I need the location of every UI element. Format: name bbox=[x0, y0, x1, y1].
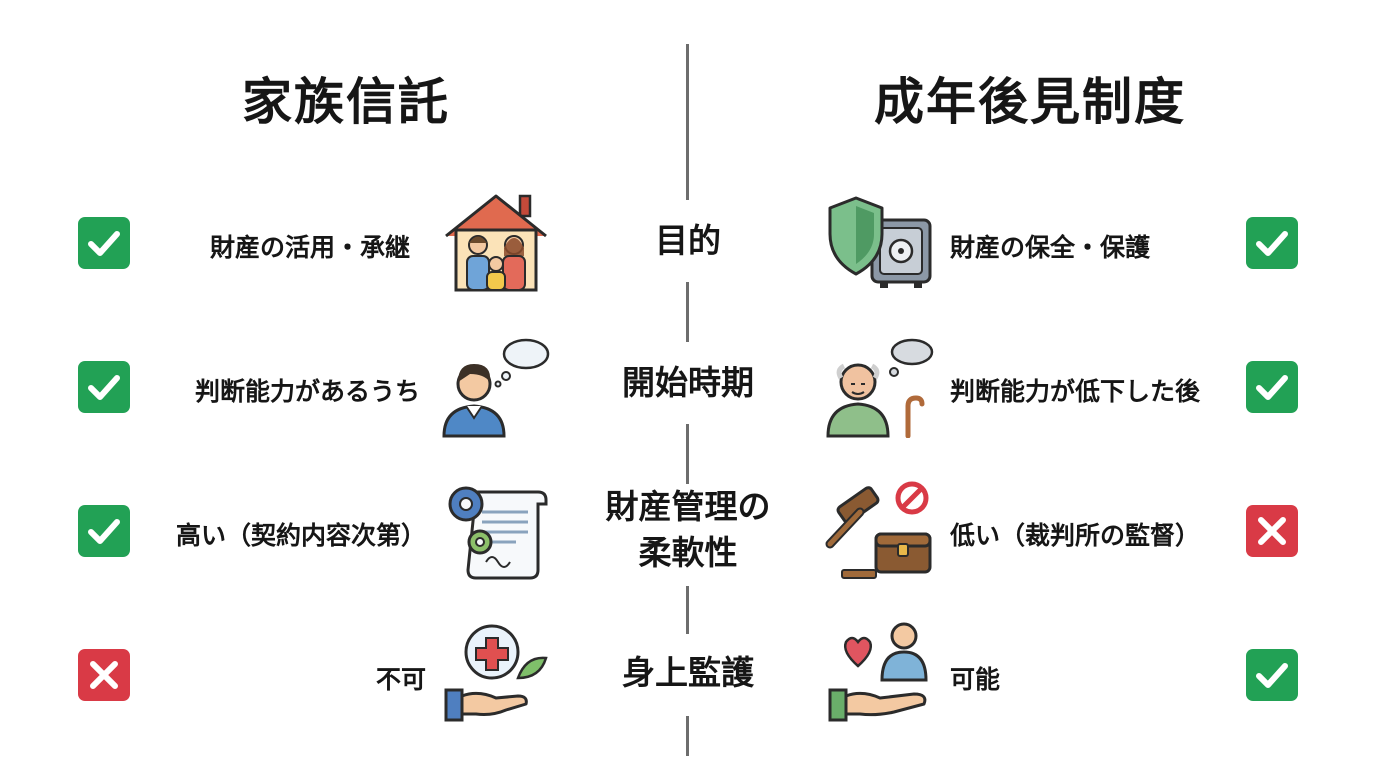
topic-start-timing: 開始時期 bbox=[622, 363, 754, 402]
center-divider bbox=[686, 282, 689, 342]
left-text-start-timing: 判断能力があるうち bbox=[194, 377, 420, 406]
topic-flexibility: 財産管理の 柔軟性 bbox=[605, 487, 771, 572]
shield-safe-icon bbox=[828, 196, 932, 288]
check-mark-icon bbox=[1246, 361, 1298, 413]
left-text-personal-care: 不可 bbox=[375, 665, 426, 694]
check-mark-icon bbox=[1246, 217, 1298, 269]
left-title: 家族信託 bbox=[242, 73, 450, 131]
center-divider bbox=[686, 424, 689, 484]
contract-gears-icon bbox=[448, 486, 548, 580]
right-text-start-timing: 判断能力が低下した後 bbox=[950, 377, 1201, 406]
left-text-flexibility: 高い（契約内容次第） bbox=[175, 521, 426, 550]
center-divider bbox=[686, 586, 689, 634]
check-mark-icon bbox=[78, 361, 130, 413]
hand-care-icon bbox=[828, 622, 928, 722]
topic-purpose: 目的 bbox=[655, 221, 721, 260]
cross-mark-icon bbox=[78, 649, 130, 701]
cross-mark-icon bbox=[1246, 505, 1298, 557]
center-divider bbox=[686, 716, 689, 756]
right-text-purpose: 財産の保全・保護 bbox=[950, 233, 1151, 262]
check-mark-icon bbox=[78, 505, 130, 557]
gavel-chest-icon bbox=[825, 481, 932, 579]
right-title: 成年後見制度 bbox=[874, 73, 1186, 131]
elderly-person-icon bbox=[826, 338, 934, 438]
right-text-personal-care: 可能 bbox=[950, 665, 1001, 694]
center-divider bbox=[686, 44, 689, 200]
check-mark-icon bbox=[1246, 649, 1298, 701]
left-text-purpose: 財産の活用・承継 bbox=[209, 233, 410, 262]
topic-personal-care: 身上監護 bbox=[622, 653, 754, 692]
check-mark-icon bbox=[78, 217, 130, 269]
right-text-flexibility: 低い（裁判所の監督） bbox=[950, 521, 1201, 550]
family-house-icon bbox=[445, 194, 547, 292]
thinking-person-icon bbox=[442, 338, 550, 438]
hand-medical-icon bbox=[444, 624, 548, 722]
